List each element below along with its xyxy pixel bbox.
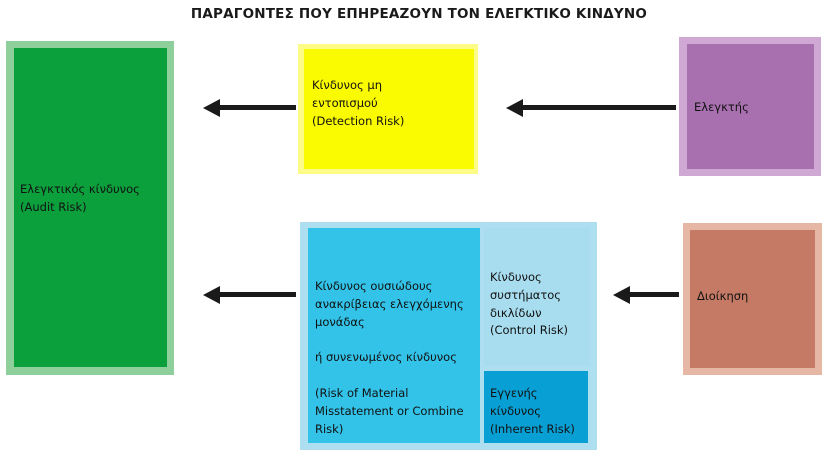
arrow-shaft: [217, 292, 296, 297]
auditor-box[interactable]: [687, 44, 814, 169]
audit-risk-box[interactable]: [14, 48, 167, 367]
auditor-label: Ελεγκτής: [694, 100, 749, 114]
management-label: Διοίκηση: [697, 289, 749, 303]
material-misstatement-risk-label: Κίνδυνος ουσιώδους ανακρίβειας ελεγχόμεν…: [315, 279, 464, 436]
control-risk-box[interactable]: [484, 228, 590, 366]
audit-risk-label: Ελεγκτικός κίνδυνος (Audit Risk): [20, 182, 140, 214]
material-misstatement-risk-box[interactable]: [308, 228, 480, 443]
arrow-management-to-material-misstatement-risk: [613, 286, 679, 304]
arrow-head-left-icon: [506, 99, 523, 117]
arrow-head-left-icon: [203, 99, 220, 117]
arrow-auditor-to-detection-risk: [506, 99, 676, 117]
arrow-shaft: [217, 105, 296, 110]
inherent-risk-box[interactable]: [484, 371, 588, 443]
detection-risk-box[interactable]: [304, 49, 474, 169]
arrow-head-left-icon: [203, 286, 220, 304]
arrow-detection-risk-to-audit-risk: [203, 99, 296, 117]
arrow-shaft: [520, 105, 676, 110]
diagram-title: ΠΑΡΑΓΟΝΤΕΣ ΠΟΥ ΕΠΗΡΕΑΖΟΥΝ ΤΟΝ ΕΛΕΓΚΤΙΚΟ …: [190, 6, 648, 22]
detection-risk-label: Κίνδυνος μη εντοπισμού (Detection Risk): [312, 78, 405, 128]
arrow-shaft: [627, 292, 679, 297]
management-box[interactable]: [690, 230, 815, 368]
arrow-head-left-icon: [613, 286, 630, 304]
arrow-material-misstatement-risk-to-audit-risk: [203, 286, 296, 304]
inherent-risk-label: Εγγενής κίνδυνος (Inherent Risk): [490, 386, 575, 436]
control-risk-label: Κίνδυνος συστήματος δικλίδων (Control Ri…: [490, 270, 569, 338]
